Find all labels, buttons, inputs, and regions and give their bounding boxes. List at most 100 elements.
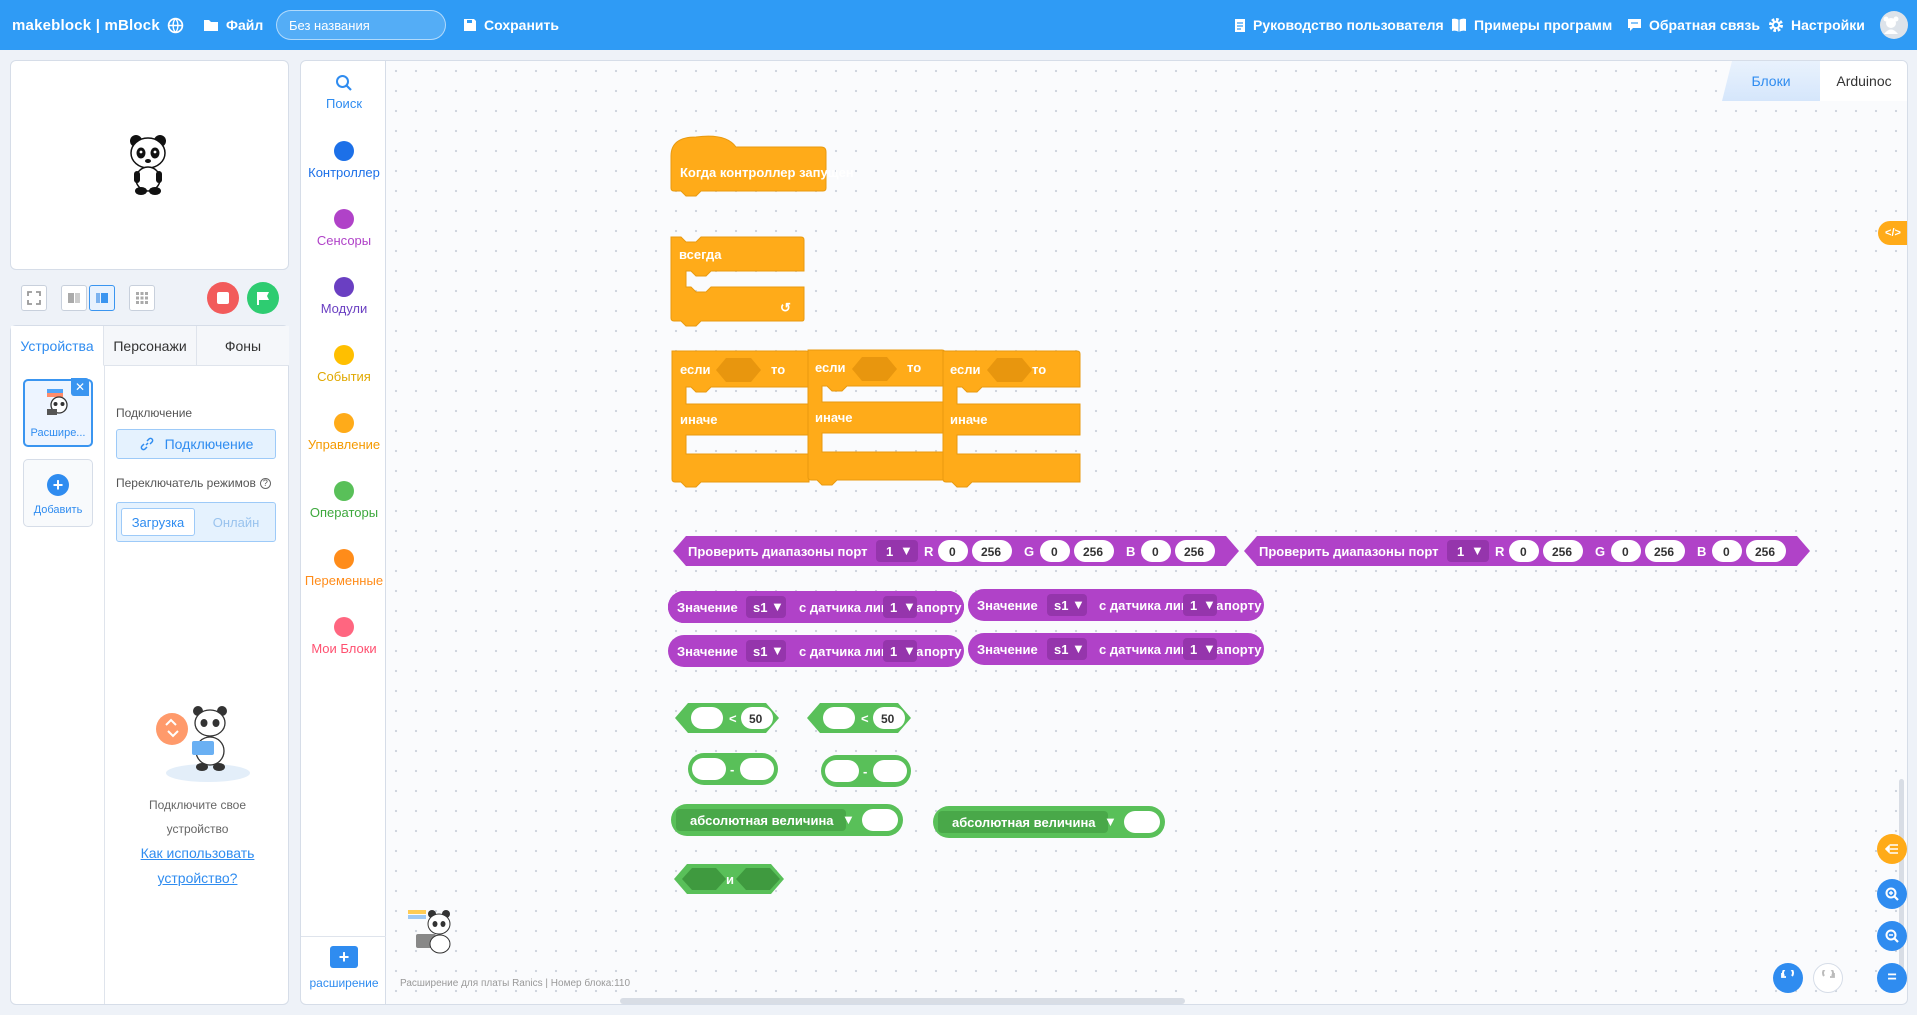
user-guide-button[interactable]: Руководство пользователя — [1234, 0, 1444, 50]
less-than-block-2[interactable]: < 50 — [807, 703, 911, 733]
math-function-dropdown[interactable] — [676, 809, 846, 831]
hat-block[interactable]: Когда контроллер запущен — [670, 135, 854, 197]
device-card[interactable]: Расшире... — [23, 379, 93, 447]
save-button[interactable]: Сохранить — [463, 0, 559, 50]
examples-button[interactable]: Примеры программ — [1451, 0, 1612, 50]
if-else-block-1[interactable]: если то иначе — [671, 350, 810, 488]
category-controller[interactable]: Контроллер — [301, 141, 387, 180]
zoom-out-button[interactable] — [1877, 921, 1907, 951]
user-avatar[interactable] — [1880, 11, 1908, 39]
port-dropdown[interactable] — [1183, 638, 1217, 660]
math-function-dropdown[interactable] — [938, 811, 1108, 833]
category-modules[interactable]: Модули — [301, 277, 387, 316]
forever-block[interactable]: всегда ↺ — [670, 236, 805, 327]
how-to-use-link-2[interactable]: устройство? — [157, 870, 238, 886]
extension-button[interactable]: + расширение — [301, 946, 387, 990]
tab-devices[interactable]: Устройства — [11, 326, 104, 366]
abs-block-1[interactable]: абсолютная величина ▼ — [671, 804, 903, 836]
r-max-input[interactable] — [972, 540, 1012, 562]
right-operand-input[interactable] — [740, 758, 774, 780]
abs-input[interactable] — [1124, 811, 1160, 833]
abs-input[interactable] — [862, 809, 898, 831]
left-operand-input[interactable] — [692, 758, 726, 780]
line-sensor-block-r2c1[interactable]: Значение s1 ▼ с датчика линии на 1 ▼ пор… — [668, 635, 964, 667]
script-workspace[interactable]: Блоки Arduinoc </> Когда контроллер запу… — [386, 60, 1908, 1005]
minus-block-2[interactable]: - — [821, 755, 911, 787]
zoom-reset-button[interactable]: = — [1877, 963, 1907, 993]
r-max-input[interactable] — [1543, 540, 1583, 562]
tab-sprites[interactable]: Персонажи — [104, 326, 197, 366]
fullscreen-button[interactable] — [21, 285, 47, 311]
port-dropdown[interactable] — [883, 596, 917, 618]
minus-block-1[interactable]: - — [688, 753, 778, 785]
condition-slot[interactable] — [987, 358, 1032, 382]
panda-sprite[interactable] — [126, 133, 170, 195]
r-min-input[interactable] — [938, 540, 968, 562]
abs-block-2[interactable]: абсолютная величина ▼ — [933, 806, 1165, 838]
mode-upload-option[interactable]: Загрузка — [121, 508, 195, 536]
b-max-input[interactable] — [1175, 540, 1215, 562]
g-max-input[interactable] — [1074, 540, 1114, 562]
feedback-button[interactable]: Обратная связь — [1627, 0, 1760, 50]
horizontal-scrollbar[interactable] — [620, 998, 1185, 1004]
redo-button[interactable] — [1813, 963, 1843, 993]
sensor-dropdown[interactable] — [1047, 594, 1087, 616]
zoom-in-button[interactable] — [1877, 879, 1907, 909]
condition-slot[interactable] — [716, 358, 761, 382]
stop-button[interactable] — [207, 282, 239, 314]
g-min-input[interactable] — [1611, 540, 1641, 562]
port-dropdown[interactable] — [1183, 594, 1217, 616]
category-my-blocks[interactable]: Мои Блоки — [301, 617, 387, 656]
g-max-input[interactable] — [1645, 540, 1685, 562]
line-sensor-block-r2c2[interactable]: Значение s1 ▼ с датчика линии на 1 ▼ пор… — [968, 633, 1264, 665]
tab-arduino[interactable]: Arduinoc — [1820, 61, 1907, 101]
if-else-block-3[interactable]: если то иначе — [942, 350, 1081, 488]
category-search[interactable]: Поиск — [301, 74, 387, 111]
port-dropdown[interactable] — [1447, 540, 1489, 562]
port-dropdown[interactable] — [883, 640, 917, 662]
category-variables[interactable]: Переменные — [301, 549, 387, 588]
category-events[interactable]: События — [301, 345, 387, 384]
right-condition-slot[interactable] — [736, 868, 780, 890]
grid-view-button[interactable] — [129, 285, 155, 311]
left-condition-slot[interactable] — [682, 868, 726, 890]
if-else-block-2[interactable]: если то иначе — [807, 349, 946, 486]
green-flag-button[interactable] — [247, 282, 279, 314]
block-tools-button[interactable] — [1877, 834, 1907, 864]
left-operand-input[interactable] — [825, 760, 859, 782]
language-button[interactable] — [167, 0, 191, 50]
tab-blocks[interactable]: Блоки — [1722, 61, 1820, 101]
how-to-use-link[interactable]: Как использовать — [140, 845, 255, 861]
line-sensor-block-r1c2[interactable]: Значение s1 ▼ с датчика линии на 1 ▼ пор… — [968, 589, 1264, 621]
category-control[interactable]: Управление — [301, 413, 387, 452]
remove-device-button[interactable]: ✕ — [71, 378, 89, 396]
sensor-dropdown[interactable] — [1047, 638, 1087, 660]
and-block[interactable]: и — [674, 864, 784, 894]
right-operand-input[interactable] — [873, 760, 907, 782]
line-sensor-block-r1c1-full[interactable]: Значение s1 ▼ с датчика линии на 1 ▼ пор… — [668, 591, 964, 623]
small-stage-button[interactable] — [61, 285, 87, 311]
less-than-block-1[interactable]: < 50 — [675, 703, 779, 733]
condition-slot[interactable] — [852, 357, 897, 381]
settings-button[interactable]: Настройки — [1768, 0, 1865, 50]
category-operators[interactable]: Операторы — [301, 481, 387, 520]
check-range-block-2[interactable]: Проверить диапазоны порт 1 ▼ R 0 256 G 0… — [1244, 536, 1810, 566]
project-name-input[interactable] — [276, 10, 446, 40]
category-sensors[interactable]: Сенсоры — [301, 209, 387, 248]
file-menu[interactable]: Файл — [203, 0, 263, 50]
left-operand-input[interactable] — [823, 707, 855, 729]
r-min-input[interactable] — [1509, 540, 1539, 562]
code-view-toggle[interactable]: </> — [1878, 221, 1907, 245]
help-icon[interactable]: ? — [259, 477, 271, 489]
right-operand-input[interactable] — [741, 707, 773, 729]
sensor-dropdown[interactable] — [746, 596, 786, 618]
check-range-block-1[interactable]: Проверить диапазоны порт 1 ▼ R 0 256 G 0… — [673, 536, 1239, 566]
b-min-input[interactable] — [1712, 540, 1742, 562]
right-operand-input[interactable] — [873, 707, 905, 729]
tab-backdrops[interactable]: Фоны — [197, 326, 289, 366]
left-operand-input[interactable] — [691, 707, 723, 729]
g-min-input[interactable] — [1040, 540, 1070, 562]
sensor-dropdown[interactable] — [746, 640, 786, 662]
port-dropdown[interactable] — [876, 540, 918, 562]
stage-canvas[interactable] — [10, 60, 289, 270]
